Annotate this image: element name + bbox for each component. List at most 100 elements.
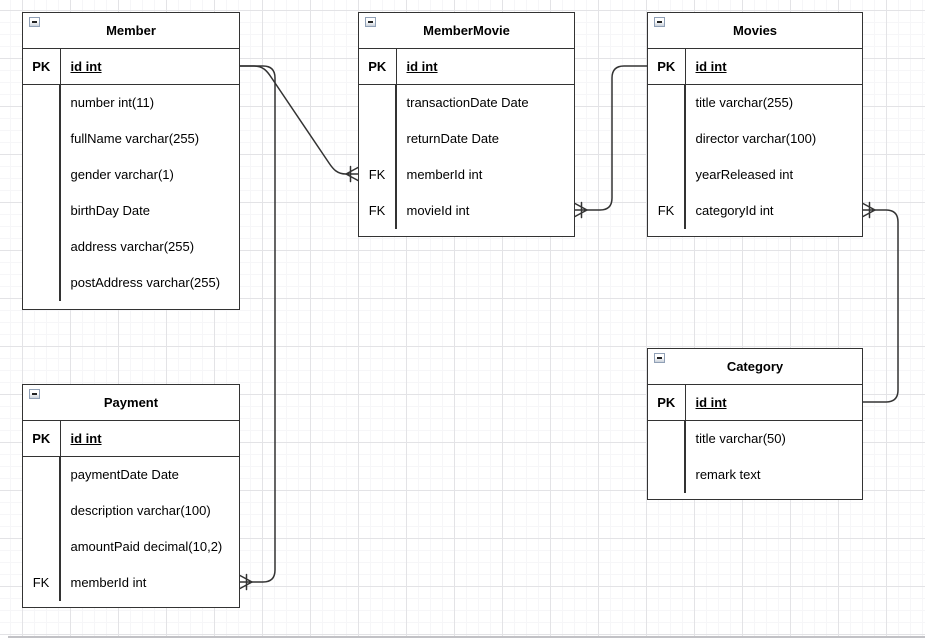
crowsfoot-many-icon [345,165,359,183]
row-attr[interactable]: gender varchar(1) [23,157,239,193]
field-text: address varchar(255) [70,239,195,254]
canvas-bottom-edge [8,636,925,638]
field-text: description varchar(100) [70,503,211,518]
field-id: id int [695,58,727,74]
row-attr[interactable]: address varchar(255) [23,229,239,265]
field-text: birthDay Date [70,203,150,218]
row-attr[interactable]: FK memberId int [359,157,574,193]
field-text: returnDate Date [406,131,500,146]
row-attr[interactable]: director varchar(100) [648,121,862,157]
field-text: title varchar(50) [695,431,786,446]
row-attr[interactable]: description varchar(100) [23,493,239,529]
entity-payment-header[interactable]: Payment [23,385,239,421]
column-divider [59,84,61,301]
field-text: memberId int [406,167,483,182]
pk-badge: PK [648,384,686,420]
pk-badge: PK [23,420,61,456]
entity-category-body: title varchar(50) remark text [648,420,862,493]
column-divider [684,420,686,493]
row-id[interactable]: PK id int [23,48,239,85]
entity-payment-body: paymentDate Date description varchar(100… [23,456,239,601]
column-divider [684,84,686,229]
pk-badge: PK [23,48,61,84]
collapse-icon[interactable] [29,17,40,27]
entity-category[interactable]: Category PK id int title varchar(50) rem… [647,348,863,500]
field-text: postAddress varchar(255) [70,275,221,290]
entity-membermovie[interactable]: MemberMovie PK id int transactionDate Da… [358,12,575,237]
minus-glyph [657,357,662,359]
row-attr[interactable]: FK movieId int [359,193,574,229]
connector-member-payment[interactable] [239,65,276,591]
key-badge [23,265,59,301]
entity-category-header[interactable]: Category [648,349,862,385]
entity-member[interactable]: Member PK id int number int(11) fullName… [22,12,240,310]
entity-member-header[interactable]: Member [23,13,239,49]
field-text: memberId int [70,575,147,590]
collapse-icon[interactable] [654,353,665,363]
field-id: id int [70,58,102,74]
collapse-icon[interactable] [654,17,665,27]
key-badge [23,457,59,493]
entity-title: MemberMovie [423,22,510,38]
field-text: gender varchar(1) [70,167,174,182]
entity-movies-body: title varchar(255) director varchar(100)… [648,84,862,229]
column-divider [395,84,397,229]
collapse-icon[interactable] [365,17,376,27]
entity-title: Category [726,358,784,374]
minus-glyph [32,393,37,395]
row-attr[interactable]: fullName varchar(255) [23,121,239,157]
row-attr[interactable]: number int(11) [23,85,239,121]
key-badge [23,493,59,529]
minus-glyph [657,21,662,23]
field-id: id int [695,394,727,410]
key-badge [23,229,59,265]
crowsfoot-many-icon [574,201,588,219]
row-id[interactable]: PK id int [359,48,574,85]
field-text: yearReleased int [695,167,794,182]
column-divider [59,456,61,601]
row-attr[interactable]: remark text [648,457,862,493]
key-badge [359,85,395,121]
row-attr[interactable]: amountPaid decimal(10,2) [23,529,239,565]
entity-movies-header[interactable]: Movies [648,13,862,49]
fk-badge: FK [368,167,386,182]
row-attr[interactable]: birthDay Date [23,193,239,229]
row-attr[interactable]: yearReleased int [648,157,862,193]
row-id[interactable]: PK id int [23,420,239,457]
fk-badge: FK [368,203,386,218]
field-text: paymentDate Date [70,467,179,482]
field-text: remark text [695,467,761,482]
entity-payment[interactable]: Payment PK id int paymentDate Date descr… [22,384,240,608]
field-text: director varchar(100) [695,131,817,146]
row-attr[interactable]: paymentDate Date [23,457,239,493]
connector-membermovie-movies[interactable] [574,65,648,219]
key-badge [23,85,59,121]
row-attr[interactable]: FK categoryId int [648,193,862,229]
row-id[interactable]: PK id int [648,384,862,421]
pk-badge: PK [359,48,397,84]
row-attr[interactable]: title varchar(50) [648,421,862,457]
connector-member-membermovie[interactable] [239,65,359,183]
row-attr[interactable]: transactionDate Date [359,85,574,121]
fk-badge: FK [657,203,675,218]
entity-membermovie-header[interactable]: MemberMovie [359,13,574,49]
key-badge [648,121,684,157]
collapse-icon[interactable] [29,389,40,399]
row-attr[interactable]: returnDate Date [359,121,574,157]
entity-title: Movies [732,22,778,38]
entity-movies[interactable]: Movies PK id int title varchar(255) dire… [647,12,863,237]
field-text: number int(11) [70,95,155,110]
row-attr[interactable]: postAddress varchar(255) [23,265,239,301]
field-text: categoryId int [695,203,774,218]
field-id: id int [70,430,102,446]
row-attr[interactable]: FK memberId int [23,565,239,601]
row-attr[interactable]: title varchar(255) [648,85,862,121]
key-badge [648,157,684,193]
key-badge [23,193,59,229]
row-id[interactable]: PK id int [648,48,862,85]
entity-title: Member [106,22,156,38]
connector-movies-category[interactable] [862,201,899,403]
key-badge [648,85,684,121]
